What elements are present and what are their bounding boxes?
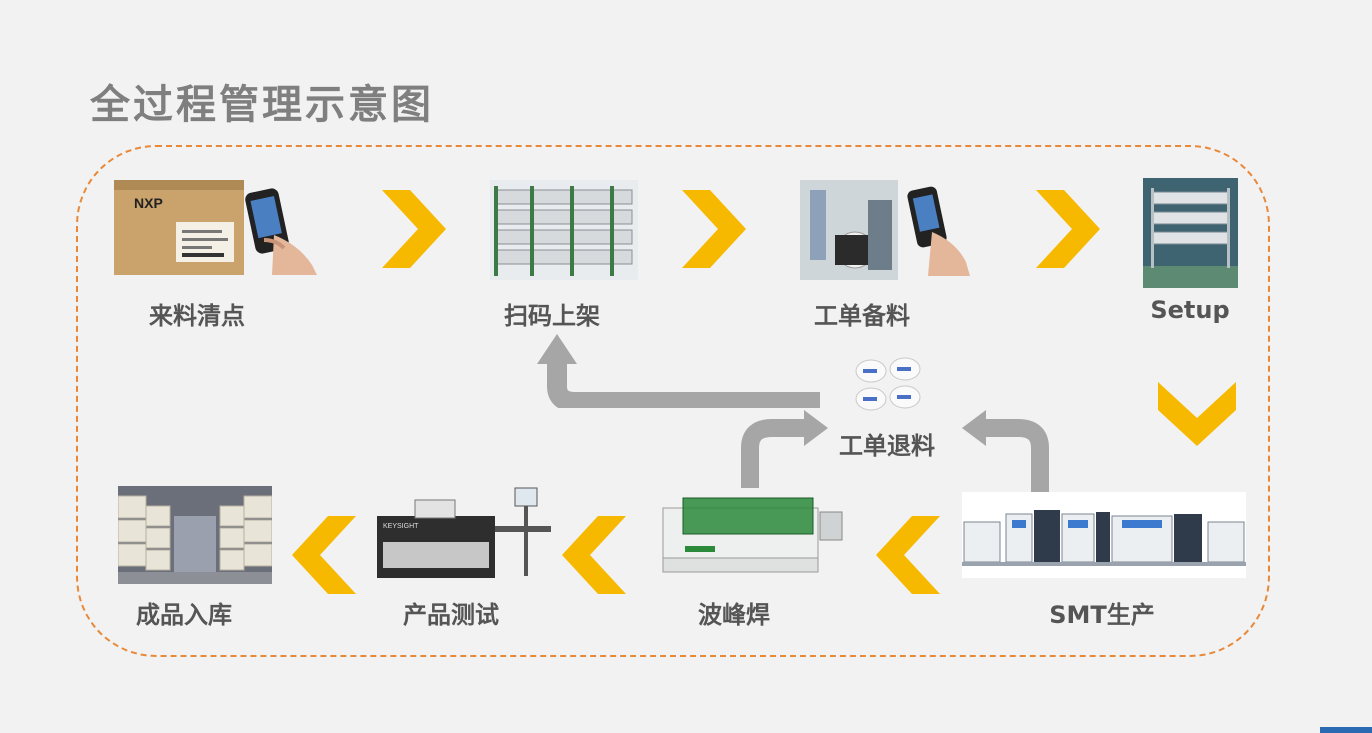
incoming-material-image: NXP	[114, 180, 319, 275]
flow-chevron-left-icon	[292, 516, 356, 594]
flow-chevron-down-icon	[1158, 382, 1236, 446]
keysight-logo: KEYSIGHT	[383, 523, 419, 530]
return-material-reels-image	[853, 357, 925, 413]
step-label-work-order-kitting: 工单备料	[814, 302, 910, 330]
wave-solder-machine-image	[655, 488, 850, 580]
slide-corner-accent	[1320, 727, 1372, 733]
page-title: 全过程管理示意图	[90, 82, 434, 128]
handheld-scanner-icon	[245, 188, 317, 275]
flow-chevron-left-icon	[876, 516, 940, 594]
step-label-setup: Setup	[1150, 296, 1230, 324]
process-loop-frame	[76, 145, 1270, 657]
step-label-scan-shelve: 扫码上架	[504, 302, 600, 330]
return-arrow-from-wave-solder-icon	[741, 410, 828, 498]
flow-chevron-right-icon	[1036, 190, 1100, 268]
test-equipment-image: KEYSIGHT	[375, 486, 553, 584]
step-label-return-material: 工单退料	[839, 432, 935, 460]
step-label-incoming-count: 来料清点	[149, 302, 245, 330]
step-label-smt-production: SMT生产	[1049, 601, 1155, 629]
step-label-product-testing: 产品测试	[403, 601, 499, 629]
flow-chevron-right-icon	[382, 190, 446, 268]
flow-chevron-right-icon	[682, 190, 746, 268]
setup-feeder-cart-image	[1143, 178, 1238, 288]
smt-line-image	[962, 492, 1246, 578]
return-arrow-to-shelving-icon	[537, 334, 820, 408]
handheld-scanner-icon	[907, 186, 970, 276]
warehouse-image	[118, 486, 272, 584]
nxp-logo: NXP	[134, 195, 163, 211]
step-label-finished-goods-warehousing: 成品入库	[136, 601, 232, 629]
return-arrow-from-smt-icon	[962, 410, 1049, 498]
reel-shelf-image	[490, 180, 638, 280]
step-label-wave-solder: 波峰焊	[698, 601, 770, 629]
kitting-operator-image	[800, 180, 972, 280]
flow-chevron-left-icon	[562, 516, 626, 594]
